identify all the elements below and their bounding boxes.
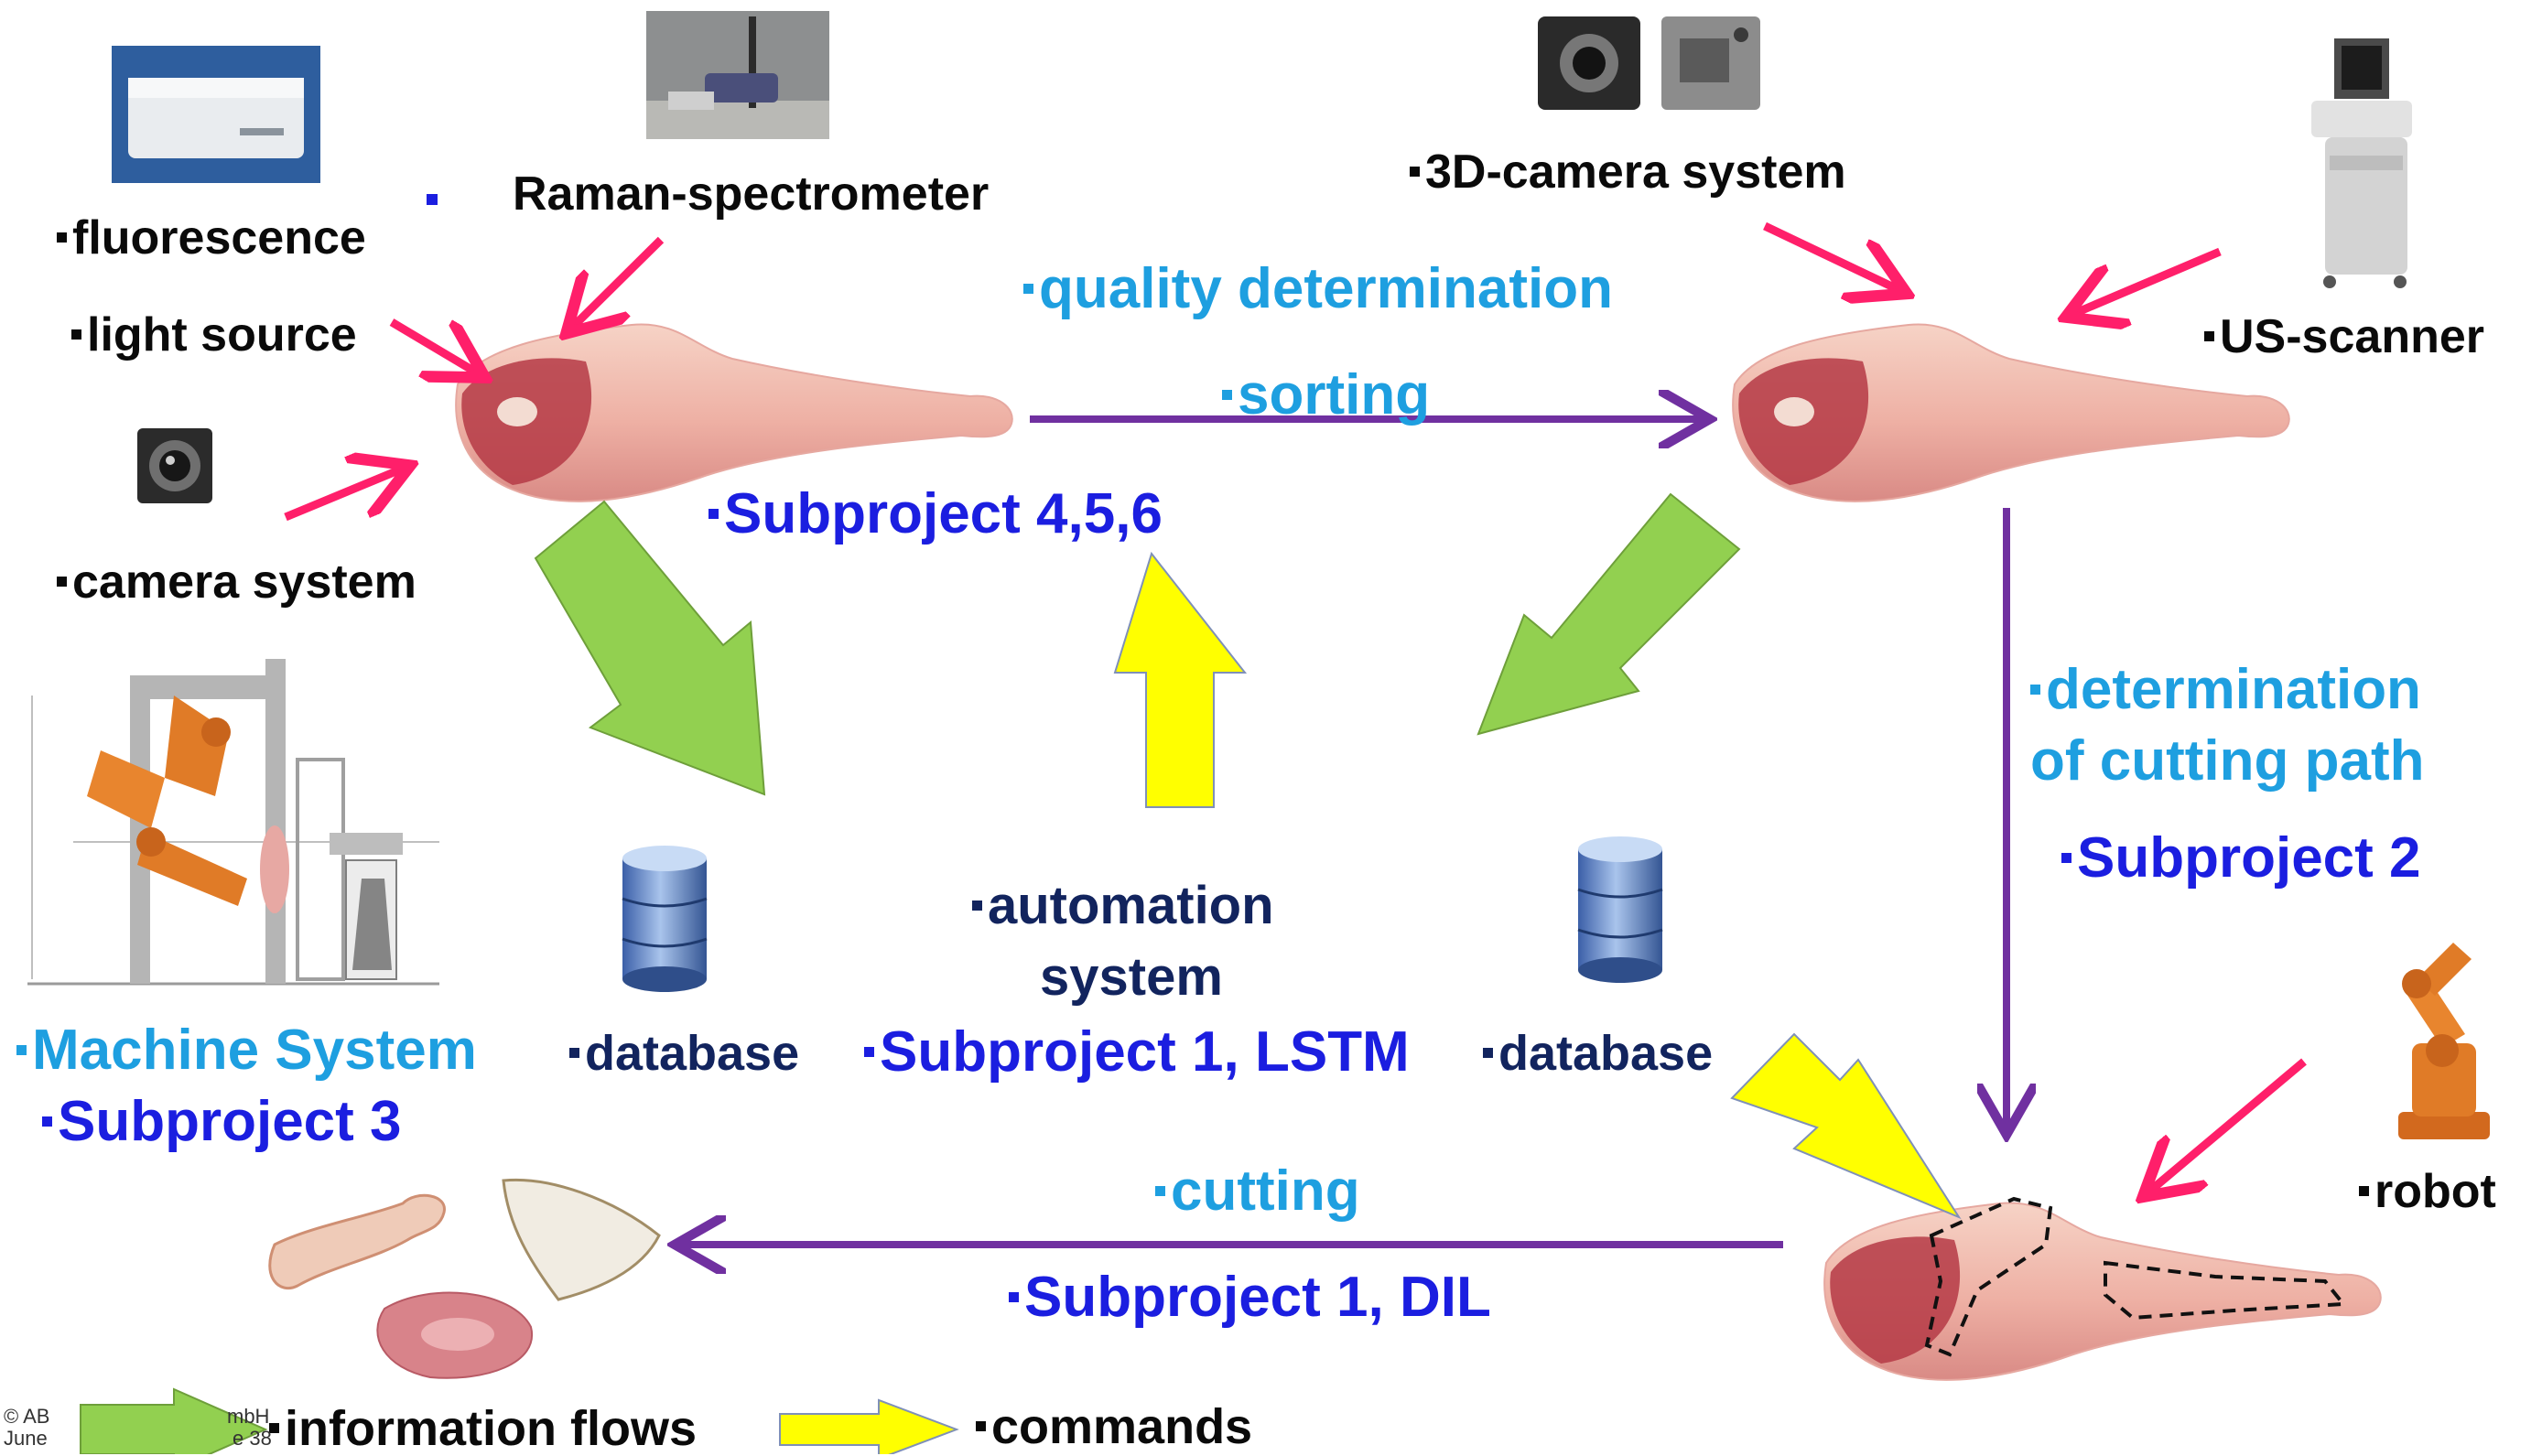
footer-line2: June xyxy=(4,1427,48,1450)
database-right-label: database xyxy=(1483,1026,1713,1081)
sorting-label: sorting xyxy=(1222,363,1430,426)
command-arrow-down-right xyxy=(1730,1032,1962,1220)
cutting-path-label-2: of cutting path xyxy=(2030,729,2425,793)
us-scanner-label: US-scanner xyxy=(2204,310,2484,363)
machine-system-drawing xyxy=(27,659,439,986)
fluorescence-label: fluorescence xyxy=(57,211,366,264)
camera-pointer-arrow xyxy=(284,469,403,522)
legend-info-arrow xyxy=(80,1387,268,1454)
meat-ham-left xyxy=(455,323,1013,502)
footer-line1b: mbH xyxy=(227,1405,270,1428)
subproject-1-lstm-label: Subproject 1, LSTM xyxy=(864,1020,1410,1084)
light-source-label: light source xyxy=(71,308,357,361)
cut-pieces xyxy=(268,1178,661,1379)
automation-label-1: automation xyxy=(972,877,1274,935)
cutting-label: cutting xyxy=(1155,1159,1360,1223)
command-arrow-up xyxy=(1113,551,1248,808)
raman-pointer-arrow xyxy=(572,236,665,328)
robot-icon xyxy=(2398,943,2490,1139)
us-scanner-icon xyxy=(2311,38,2412,288)
automation-label-2: system xyxy=(1040,947,1223,1007)
3d-camera-label: 3D-camera system xyxy=(1410,146,1846,199)
subproject-1-dil-label: Subproject 1, DIL xyxy=(1009,1266,1491,1329)
database-right-icon xyxy=(1577,836,1663,983)
cutting-path-label-1: determination xyxy=(2030,658,2421,721)
camera-system-label: camera system xyxy=(57,555,416,609)
info-arrow-right xyxy=(1477,492,1741,736)
machine-system-label: Machine System xyxy=(16,1019,477,1082)
robot-label: robot xyxy=(2359,1165,2496,1218)
footer-line1: © AB xyxy=(4,1405,50,1428)
legend-information-label: information flows xyxy=(269,1401,697,1456)
subproject-2-label: Subproject 2 xyxy=(2061,826,2421,890)
3d-camera-icon xyxy=(1538,16,1760,110)
subproject-3-label: Subproject 3 xyxy=(42,1090,402,1153)
light-source-pointer-arrow xyxy=(389,318,478,373)
raman-bullet xyxy=(427,194,438,205)
info-arrow-left xyxy=(534,500,766,796)
raman-label: Raman-spectrometer xyxy=(513,167,990,221)
legend-commands-label: commands xyxy=(976,1399,1252,1454)
quality-determination-label: quality determination xyxy=(1023,257,1613,320)
us-scanner-pointer-arrow xyxy=(2073,247,2222,314)
database-left-label: database xyxy=(569,1026,799,1081)
fluorescence-device-icon xyxy=(112,46,320,183)
footer-line2b: e 38 xyxy=(233,1427,272,1450)
meat-ham-right xyxy=(1732,323,2290,502)
raman-spectrometer-icon xyxy=(646,11,829,139)
legend-command-arrow xyxy=(779,1398,959,1454)
3d-camera-pointer-arrow xyxy=(1763,221,1899,290)
meat-ham-cut xyxy=(1823,1196,2382,1381)
camera-system-icon xyxy=(137,428,212,503)
robot-pointer-arrow xyxy=(2149,1058,2307,1192)
subproject-456-label: Subproject 4,5,6 xyxy=(709,482,1163,545)
database-left-icon xyxy=(622,846,708,992)
